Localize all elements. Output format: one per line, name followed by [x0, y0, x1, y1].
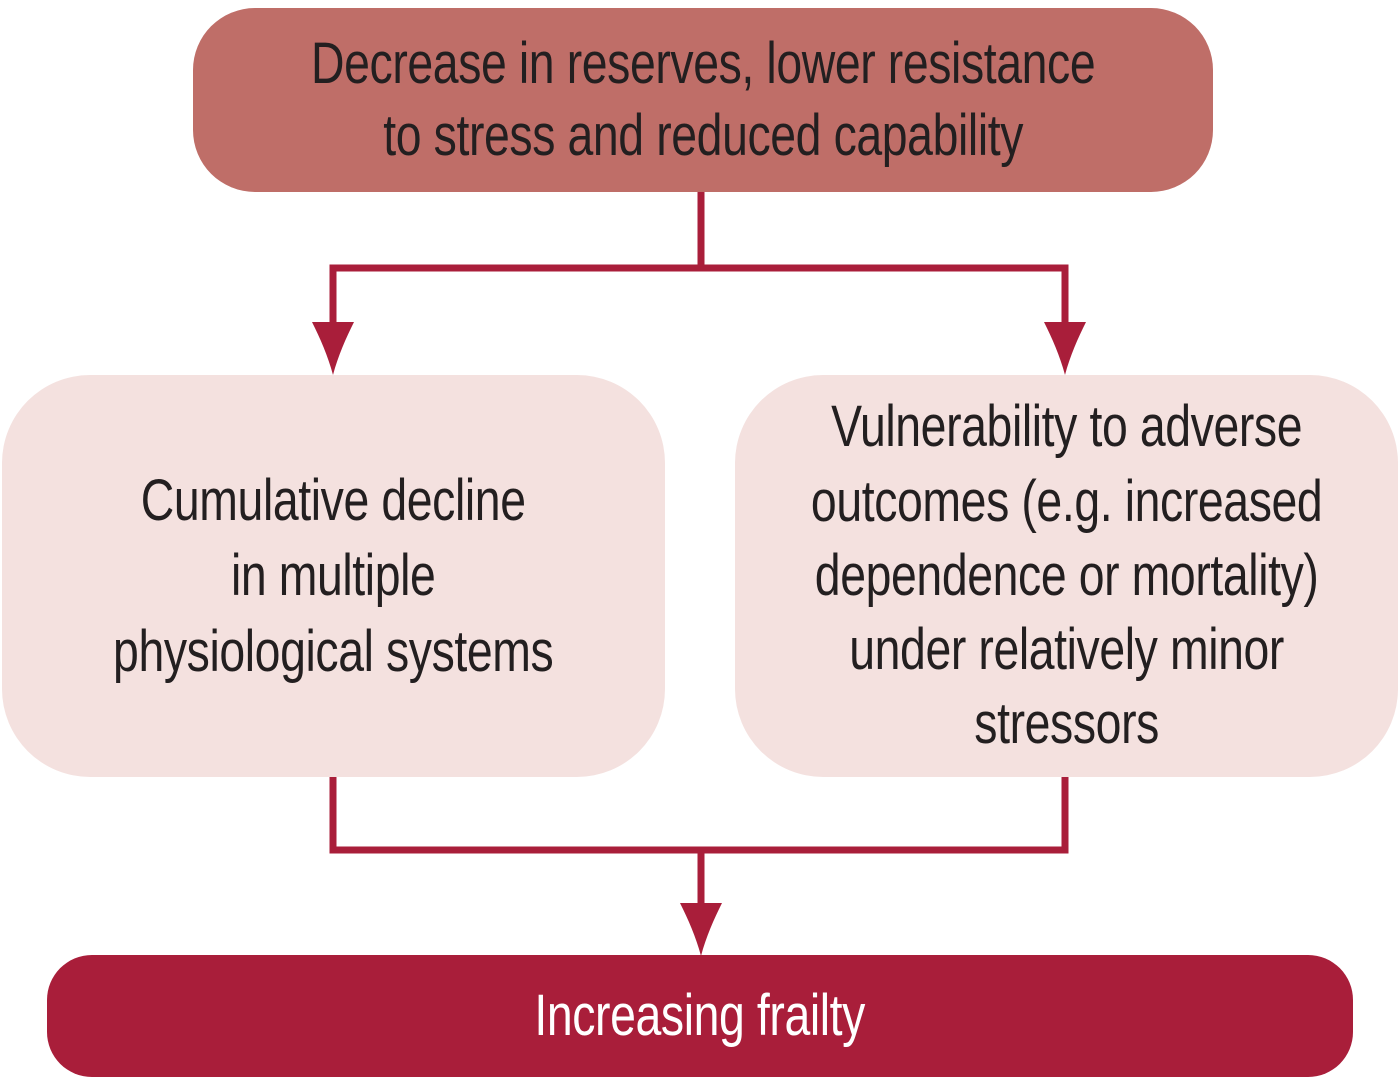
arrow-down-icon [312, 322, 354, 375]
node-increasing-frailty-text: Increasing frailty [534, 983, 866, 1049]
arrow-down-icon [1044, 322, 1086, 375]
arrow-down-icon [680, 903, 722, 956]
node-increasing-frailty: Increasing frailty [47, 955, 1353, 1077]
node-vulnerability: Vulnerability to adverse outcomes (e.g. … [735, 375, 1398, 777]
node-decrease-reserves: Decrease in reserves, lower resistance t… [193, 8, 1213, 192]
node-decrease-reserves-text: Decrease in reserves, lower resistance t… [310, 31, 1096, 168]
node-vulnerability-text: Vulnerability to adverse outcomes (e.g. … [810, 394, 1323, 757]
node-cumulative-decline: Cumulative decline in multiple physiolog… [2, 375, 665, 777]
node-cumulative-decline-text: Cumulative decline in multiple physiolog… [113, 467, 554, 684]
